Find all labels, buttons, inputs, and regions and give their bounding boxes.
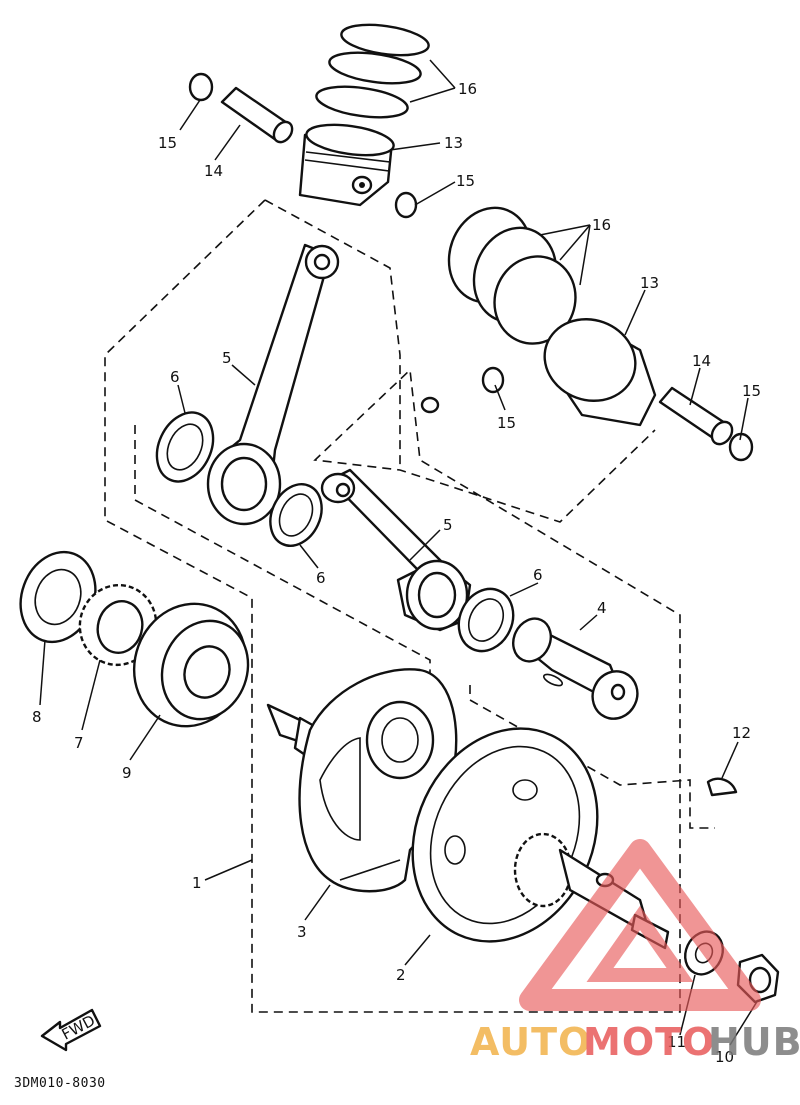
forward-direction-arrow: FWD [40,1008,102,1052]
watermark-text-moto: MOTO [583,1020,715,1064]
callout-16-right: 16 [592,216,611,234]
top-piston-group [188,23,430,219]
piston-pin-top [220,86,294,144]
callout-5-right: 5 [443,516,453,534]
oil-seal [19,550,97,644]
crank-bearing [132,602,250,728]
callout-14-top: 14 [204,162,223,180]
primary-drive-gear [78,583,158,667]
callout-13-right: 13 [640,274,659,292]
bearing-shell-left-b-inner [278,493,314,537]
callout-9: 9 [122,764,132,782]
callout-15-top-left: 15 [158,134,177,152]
callout-6-left: 6 [170,368,180,386]
fwd-label: FWD [59,1011,98,1043]
callout-6-middle: 6 [316,569,326,587]
piston-ring-top-1 [340,23,430,57]
bearing-shell-left-b [269,483,323,547]
bearing-shell-left-a-inner [166,423,204,471]
piston-ring-right-3 [493,255,577,345]
callout-10: 10 [715,1048,734,1066]
connecting-rod-right [320,468,472,632]
callout-14-right: 14 [692,352,711,370]
bearing-shell-left-a [155,411,215,483]
callout-13-top: 13 [444,134,463,152]
piston-top [298,123,395,207]
callout-6-right: 6 [533,566,543,584]
crank-pin [512,617,639,720]
callout-1: 1 [192,874,202,892]
callout-2: 2 [396,966,406,984]
right-piston-group [420,206,754,462]
callout-7: 7 [74,734,84,752]
piston-pin-clip-top-right [394,191,418,219]
piston-ring-top-3 [315,85,409,119]
watermark-triangle-logo [519,839,761,1011]
callout-12: 12 [732,724,751,742]
piston-pin-clip-top-left [188,72,214,102]
piston-ring-top-2 [328,51,422,85]
watermark-text-hub: HUB [708,1020,800,1064]
bearing-shell-right-inner [467,598,505,642]
leader-lines [39,59,759,1046]
piston-right [420,318,657,427]
watermark-text-auto: AUTO [470,1020,591,1064]
automotohub-watermark: AUTO MOTO HUB [470,839,800,1064]
callout-8: 8 [32,708,42,726]
assembly-rod-group-boundary [264,199,401,470]
piston-pin-right [658,386,734,446]
callout-15-right-right: 15 [742,382,761,400]
piston-pin-clip-right-left [481,366,505,394]
callout-15-right-left: 15 [497,414,516,432]
connecting-rod-left [206,243,340,526]
callout-5-left: 5 [222,349,232,367]
diagram-code: 3DM010-8030 [14,1076,106,1091]
woodruff-key [706,777,738,797]
callout-4: 4 [597,599,607,617]
callout-16-top: 16 [458,80,477,98]
callout-3: 3 [297,923,307,941]
assembly-1-boundary [104,199,681,1013]
callout-11: 11 [667,1033,686,1051]
callout-15-top-right: 15 [456,172,475,190]
